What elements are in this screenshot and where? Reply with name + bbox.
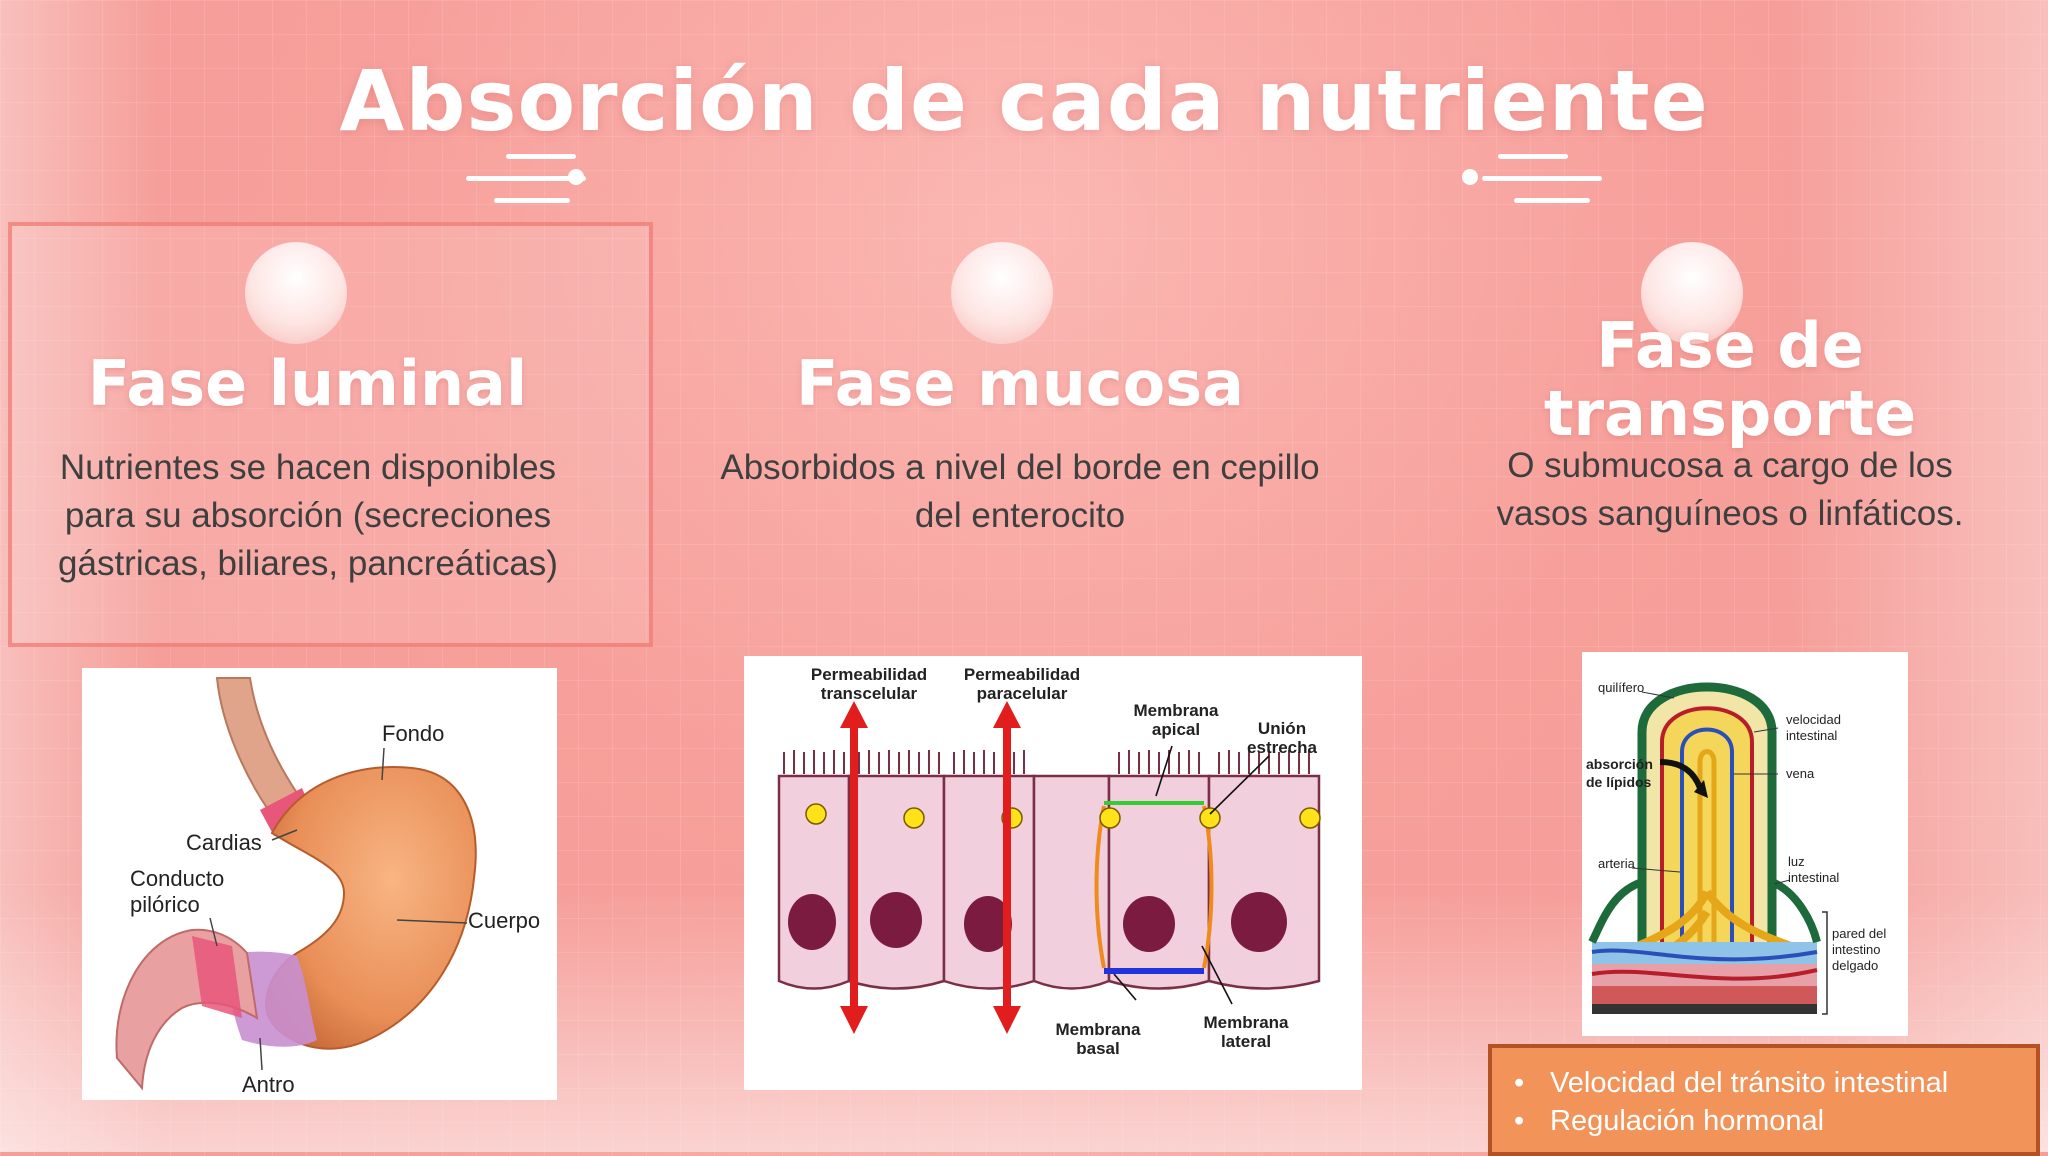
factor-item: Velocidad del tránsito intestinal bbox=[1492, 1064, 2036, 1102]
factors-list: Velocidad del tránsito intestinal Regula… bbox=[1492, 1048, 2036, 1140]
orb-transporte bbox=[1641, 242, 1743, 344]
label-luz-1: luz bbox=[1788, 854, 1805, 869]
phase-desc-transporte: O submucosa a cargo de los vasos sanguín… bbox=[1496, 446, 1964, 533]
label-conducto-2: pilórico bbox=[130, 892, 200, 917]
label-vena: vena bbox=[1786, 766, 1815, 781]
label-apical-2: apical bbox=[1152, 720, 1200, 739]
stomach-illustration: Fondo Cardias Conducto pilórico Cuerpo A… bbox=[82, 668, 557, 1100]
label-luz-2: intestinal bbox=[1788, 870, 1839, 885]
label-lateral-2: lateral bbox=[1221, 1032, 1271, 1051]
label-arteria: arteria bbox=[1598, 856, 1636, 871]
label-cuerpo: Cuerpo bbox=[468, 908, 540, 933]
label-antro: Antro bbox=[242, 1072, 295, 1097]
label-perm-para-1: Permeabilidad bbox=[964, 665, 1080, 684]
villus-illustration: quilífero velocidad intestinal vena arte… bbox=[1582, 652, 1908, 1036]
label-pared-2: intestino bbox=[1832, 942, 1880, 957]
label-perm-trans-2: transcelular bbox=[821, 684, 918, 703]
label-velocidad-2: intestinal bbox=[1786, 728, 1837, 743]
phase-title-transporte: Fase de transporte bbox=[1543, 309, 1917, 451]
label-fondo: Fondo bbox=[382, 721, 444, 746]
label-quilifero: quilífero bbox=[1598, 680, 1644, 695]
phase-desc-mucosa: Absorbidos a nivel del borde en cepillo … bbox=[720, 448, 1320, 535]
label-perm-para-2: paracelular bbox=[977, 684, 1068, 703]
phase-title-mucosa: Fase mucosa bbox=[796, 347, 1244, 420]
label-basal-1: Membrana bbox=[1055, 1020, 1141, 1039]
factors-box: Velocidad del tránsito intestinal Regula… bbox=[1488, 1044, 2040, 1156]
enterocyte-illustration: Permeabilidad transcelular Permeabilidad… bbox=[744, 656, 1362, 1090]
label-pared-3: delgado bbox=[1832, 958, 1878, 973]
phase-desc-luminal: Nutrientes se hacen disponibles para su … bbox=[58, 448, 558, 583]
label-apical-1: Membrana bbox=[1133, 701, 1219, 720]
label-velocidad-1: velocidad bbox=[1786, 712, 1841, 727]
phase-title-luminal: Fase luminal bbox=[87, 347, 528, 420]
label-absorcion-1: absorción bbox=[1586, 756, 1653, 772]
label-basal-2: basal bbox=[1076, 1039, 1119, 1058]
label-union-2: estrecha bbox=[1247, 738, 1317, 757]
label-union-1: Unión bbox=[1258, 719, 1306, 738]
orb-luminal bbox=[245, 242, 347, 344]
orb-mucosa bbox=[951, 242, 1053, 344]
slide-title: Absorción de cada nutriente bbox=[339, 52, 1709, 150]
label-cardias: Cardias bbox=[186, 830, 262, 855]
label-perm-trans-1: Permeabilidad bbox=[811, 665, 927, 684]
label-pared-1: pared del bbox=[1832, 926, 1886, 941]
label-absorcion-2: de lípidos bbox=[1586, 774, 1652, 790]
label-conducto-1: Conducto bbox=[130, 866, 224, 891]
factor-item: Regulación hormonal bbox=[1492, 1102, 2036, 1140]
label-lateral-1: Membrana bbox=[1203, 1013, 1289, 1032]
